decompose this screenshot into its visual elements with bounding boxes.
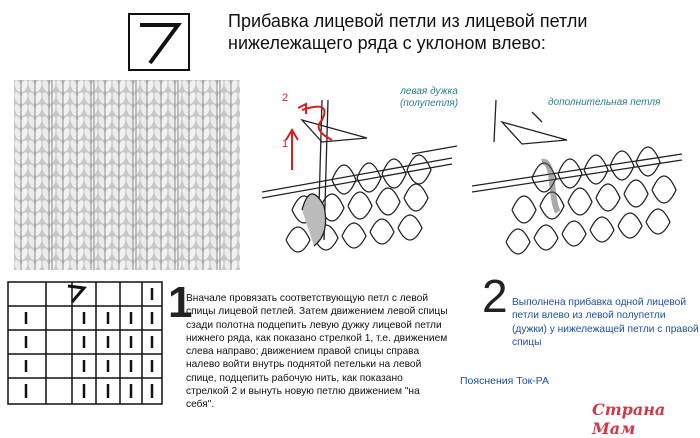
step-2-number: 2: [482, 270, 508, 322]
arrow-2-label: 2: [282, 92, 289, 104]
step-1-text: Вначале провязать соответствующую петл с…: [186, 293, 448, 411]
knitting-chart-grid: [7, 281, 163, 405]
extra-loop-label: дополнительная петля: [548, 97, 661, 108]
step-1-number: 1: [168, 278, 193, 327]
step-2-text: Выполнена прибавка одной лицевой петли в…: [512, 297, 699, 348]
knitting-diagram-step-2: [472, 99, 683, 255]
site-watermark: Страна Мам: [592, 400, 666, 438]
stitch-symbol: [128, 13, 190, 71]
author-credit: Пояснения Ток-РА: [460, 375, 550, 387]
knitting-diagram-step-1: [262, 99, 458, 253]
knitted-swatch-photo: [14, 80, 240, 270]
left-loop-label: левая дужка (полупетля): [399, 86, 459, 109]
page-title: Прибавка лицевой петли из лицевой петли …: [228, 11, 588, 53]
arrow-1-label: 1: [282, 138, 289, 150]
